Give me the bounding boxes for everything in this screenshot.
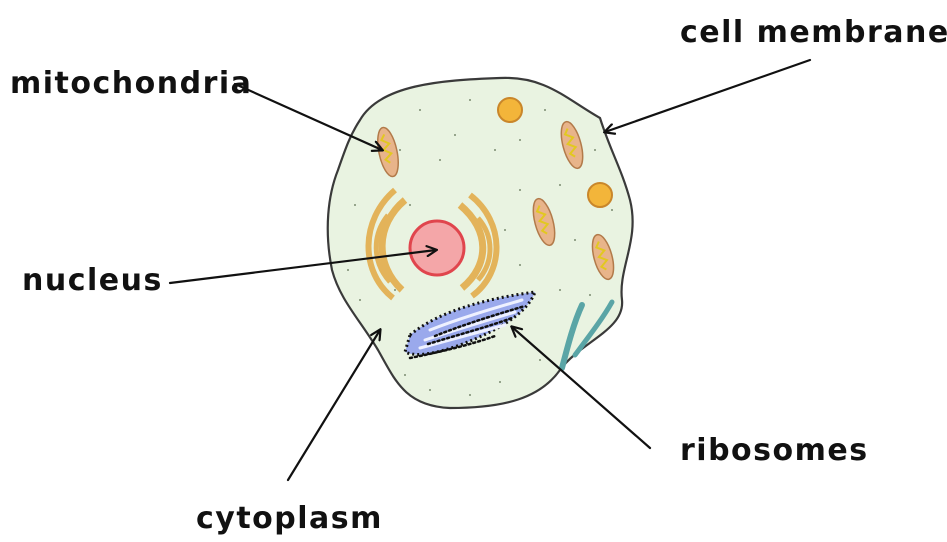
vesicle-right [588,183,612,207]
label-nucleus: nucleus [22,263,163,298]
label-ribosomes: ribosomes [680,433,869,468]
arrow-cytoplasm [288,330,380,480]
label-cytoplasm: cytoplasm [196,501,383,536]
label-mitochondria: mitochondria [10,66,252,101]
nucleus-shape [410,221,464,275]
arrow-mitochondria [235,84,382,150]
vesicle-top [498,98,522,122]
label-cell-membrane: cell membrane [680,15,947,50]
arrow-cell-membrane [605,60,810,132]
